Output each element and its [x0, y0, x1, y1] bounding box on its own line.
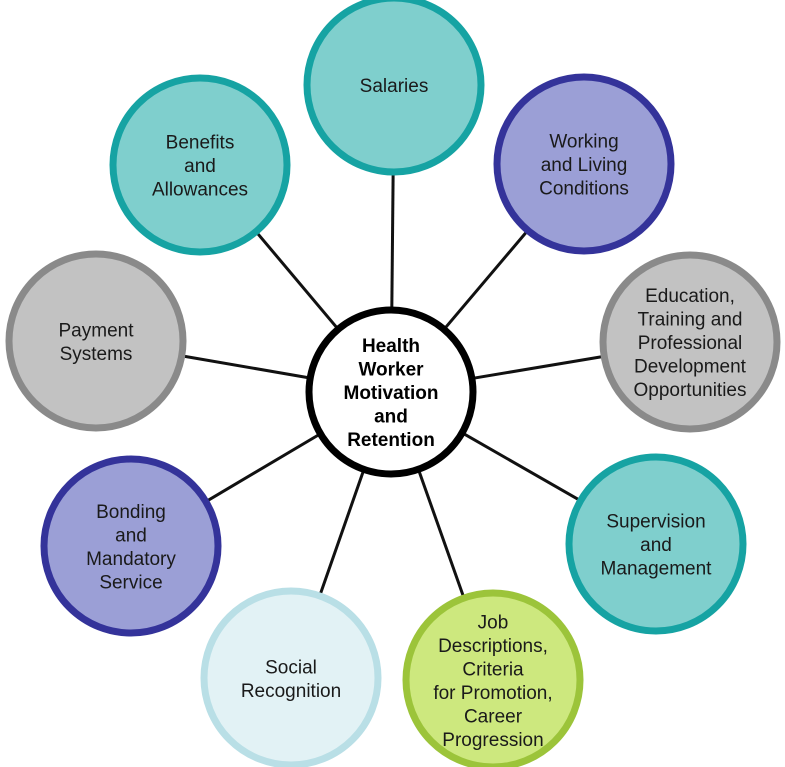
node-label-bonding-mandatory-service: Bonding: [96, 502, 166, 523]
center-label: and: [374, 407, 408, 428]
node-salaries: Salaries: [303, 0, 485, 176]
node-label-education-training: Opportunities: [633, 380, 746, 401]
node-label-job-descriptions: Job: [478, 612, 509, 633]
node-circle-social-recognition: [200, 587, 382, 767]
node-label-working-living-conditions: Conditions: [539, 179, 629, 200]
node-label-job-descriptions: Criteria: [462, 659, 524, 680]
center-label: Motivation: [344, 383, 439, 404]
center-circle: [305, 306, 477, 478]
node-education-training: Education, Training andProfessionalDevelo…: [599, 251, 781, 433]
node-label-job-descriptions: Progression: [442, 730, 543, 751]
connector-supervision-management: [459, 430, 584, 504]
node-label-benefits-allowances: Benefits: [166, 133, 235, 154]
node-label-payment-systems: Systems: [60, 344, 133, 365]
node-label-benefits-allowances: and: [184, 156, 216, 177]
node-label-payment-systems: Payment: [59, 320, 135, 341]
node-label-job-descriptions: for Promotion,: [433, 683, 552, 704]
connector-education-training: [469, 354, 607, 381]
center-label: Health: [362, 336, 420, 357]
node-circle-bonding-mandatory-service: [40, 455, 222, 637]
connector-bonding-mandatory-service: [203, 431, 323, 504]
node-label-supervision-management: Management: [601, 559, 713, 580]
connector-benefits-allowances: [253, 229, 341, 332]
connector-lines: [179, 169, 607, 601]
node-label-social-recognition: Social: [265, 657, 317, 678]
node-circle-supervision-management: [565, 453, 747, 635]
node-label-bonding-mandatory-service: Mandatory: [86, 549, 176, 570]
node-label-bonding-mandatory-service: Service: [99, 572, 162, 593]
connector-social-recognition: [317, 467, 367, 599]
node-circle-salaries: [303, 0, 485, 176]
node-label-working-living-conditions: and Living: [541, 155, 628, 176]
connector-salaries: [390, 169, 395, 313]
connector-job-descriptions: [416, 466, 467, 601]
connector-payment-systems: [179, 354, 313, 380]
node-label-salaries: Salaries: [360, 76, 429, 97]
node-label-bonding-mandatory-service: and: [115, 525, 147, 546]
node-circle-payment-systems: [5, 250, 187, 432]
node-label-education-training: Education,: [645, 286, 735, 307]
node-label-supervision-management: and: [640, 535, 672, 556]
node-circle-job-descriptions: [402, 589, 584, 767]
node-label-education-training: Training and: [638, 310, 743, 331]
center-label: Retention: [347, 430, 435, 451]
node-label-job-descriptions: Career: [464, 706, 523, 727]
connector-working-living-conditions: [441, 227, 531, 332]
node-label-benefits-allowances: Allowances: [152, 180, 248, 201]
center-label: Worker: [358, 360, 424, 381]
node-circle-benefits-allowances: [109, 74, 291, 256]
node-label-social-recognition: Recognition: [241, 681, 341, 702]
node-circle-education-training: [599, 251, 781, 433]
node-label-job-descriptions: Descriptions,: [438, 636, 548, 657]
node-label-education-training: Professional: [638, 333, 743, 354]
node-label-working-living-conditions: Working: [549, 132, 618, 153]
node-label-supervision-management: Supervision: [606, 512, 705, 533]
node-circle-working-living-conditions: [493, 73, 675, 255]
node-label-education-training: Development: [634, 357, 747, 378]
